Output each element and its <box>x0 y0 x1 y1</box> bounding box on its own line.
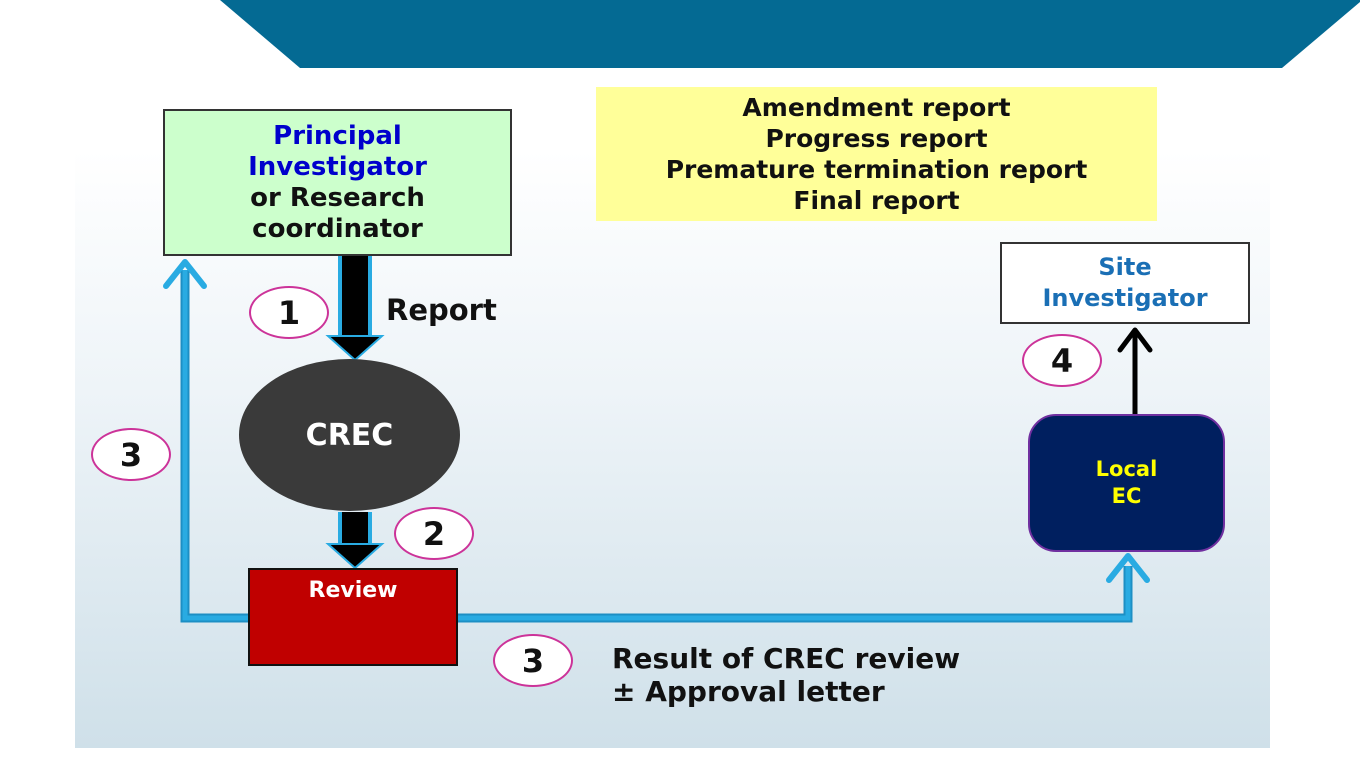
local-ec-line-1: Local <box>1095 457 1158 481</box>
pi-line-1: Principal <box>273 120 402 151</box>
pi-line-3: or Research <box>250 182 425 213</box>
local-ec-box: Local EC <box>1028 414 1225 552</box>
local-ec-line-2: EC <box>1111 484 1142 508</box>
step-4-number: 4 <box>1050 341 1074 380</box>
pi-line-4: coordinator <box>252 213 423 244</box>
site-line-2: Investigator <box>1042 284 1208 312</box>
step-1-badge: 1 <box>249 286 329 339</box>
report-type-amendment: Amendment report <box>742 93 1011 122</box>
result-to-local-ec-connector <box>458 553 1150 623</box>
step-3-left-badge: 3 <box>91 428 171 481</box>
step-3-bottom-number: 3 <box>521 641 545 680</box>
review-label: Review <box>308 578 398 603</box>
step-1-number: 1 <box>277 293 301 332</box>
header-banner <box>220 0 1360 68</box>
crec-label: CREC <box>305 417 394 453</box>
site-investigator-box: Site Investigator <box>1000 242 1250 324</box>
report-label: Report <box>386 293 497 327</box>
pi-line-2: Investigator <box>248 151 427 182</box>
report-type-final: Final report <box>793 186 960 215</box>
step-4-badge: 4 <box>1022 334 1102 387</box>
review-box: Review <box>248 568 458 666</box>
report-type-premature-termination: Premature termination report <box>665 155 1088 184</box>
result-text: Result of CREC review ± Approval letter <box>612 642 960 708</box>
result-to-pi-connector <box>163 259 248 623</box>
step-3-bottom-badge: 3 <box>493 634 573 687</box>
result-line-1: Result of CREC review <box>612 642 961 675</box>
report-types-box: Amendment report Progress report Prematu… <box>596 87 1157 221</box>
crec-node: CREC <box>239 359 460 511</box>
local-ec-to-site-arrow <box>1117 327 1153 414</box>
site-line-1: Site <box>1098 253 1152 281</box>
pi-to-crec-arrow <box>325 256 385 362</box>
step-2-badge: 2 <box>394 507 474 560</box>
crec-to-review-arrow <box>325 512 385 570</box>
report-type-progress: Progress report <box>765 124 988 153</box>
step-2-number: 2 <box>422 514 446 553</box>
principal-investigator-box: Principal Investigator or Research coord… <box>163 109 512 256</box>
step-3-left-number: 3 <box>119 435 143 474</box>
result-line-2: ± Approval letter <box>612 675 885 708</box>
